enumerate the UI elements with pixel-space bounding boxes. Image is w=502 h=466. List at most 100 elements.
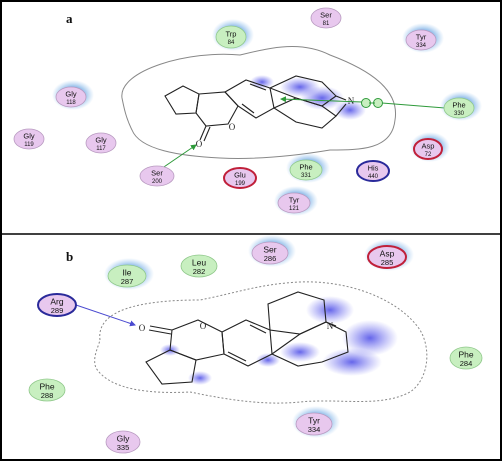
residue-name: Trp <box>226 30 237 39</box>
residue-name: Phe <box>458 350 473 360</box>
residue-name: Ser <box>320 11 332 20</box>
panel-b-exposure <box>160 296 398 385</box>
residue-name: Gly <box>95 136 107 145</box>
residue-disc <box>139 165 175 187</box>
residue-disc <box>310 7 342 29</box>
residue-number: 84 <box>228 40 235 46</box>
panel-b-ligand <box>145 291 349 385</box>
residue-number: 286 <box>264 254 277 263</box>
residue-disc <box>37 293 77 317</box>
residue-disc <box>223 167 257 189</box>
panel-a-pi-interaction <box>280 96 446 109</box>
panel-a-letter: a <box>66 11 73 26</box>
residue-number: 287 <box>121 277 134 286</box>
residue-disc <box>449 346 483 370</box>
panel-a-atom-n: N <box>348 96 355 106</box>
residue-disc <box>107 264 147 288</box>
residue-name: Asp <box>380 249 395 259</box>
residue-name: Tyr <box>308 416 320 426</box>
residue-number: 335 <box>117 443 130 452</box>
residue-number: 285 <box>381 258 394 267</box>
residue-disc <box>28 378 66 402</box>
residue-disc <box>295 412 333 436</box>
residue-disc <box>356 160 390 182</box>
panel-b: b <box>66 249 428 404</box>
panel-a-exposure <box>250 75 366 120</box>
residue-number: 199 <box>235 181 246 187</box>
residue-layer: Trp84Ser81Tyr334Gly118Gly119Gly117Phe330… <box>13 7 483 454</box>
residue-number: 121 <box>289 206 300 212</box>
panel-b-letter: b <box>66 249 73 264</box>
residue-number: 117 <box>96 146 106 152</box>
panel-a-atom-o-ring: O <box>229 122 236 132</box>
residue-number: 331 <box>301 173 312 179</box>
residue-name: Leu <box>192 258 206 268</box>
residue-number: 119 <box>24 142 34 148</box>
residue-number: 72 <box>425 152 432 158</box>
residue-number: 334 <box>416 43 427 49</box>
residue-disc <box>289 159 323 181</box>
residue-disc <box>367 245 407 269</box>
panel-b-hbond-arg289 <box>75 304 136 327</box>
residue-disc <box>405 29 437 51</box>
residue-number: 334 <box>308 425 321 434</box>
residue-disc <box>180 254 218 278</box>
residue-name: Gly <box>117 434 131 444</box>
residue-disc <box>443 97 475 119</box>
residue-name: Gly <box>65 90 77 99</box>
residue-disc <box>277 192 311 214</box>
residue-name: Tyr <box>416 33 427 42</box>
panel-b-atom-n: N <box>327 321 334 331</box>
residue-number: 330 <box>454 111 465 117</box>
residue-name: His <box>368 164 379 173</box>
residue-number: 289 <box>51 306 64 315</box>
residue-disc <box>251 241 289 265</box>
panel-a-atom-o-carbonyl: O <box>196 139 203 149</box>
residue-name: Asp <box>422 142 435 151</box>
residue-disc <box>85 132 117 154</box>
residue-number: 282 <box>193 267 206 276</box>
residue-name: Phe <box>39 382 54 392</box>
residue-disc <box>13 128 45 150</box>
residue-name: Ile <box>123 268 132 278</box>
residue-number: 440 <box>368 174 379 180</box>
residue-disc <box>413 138 443 160</box>
residue-disc <box>215 25 247 49</box>
panel-b-pocket-outline <box>94 281 428 404</box>
panel-a-ligand <box>164 75 347 142</box>
residue-disc <box>105 430 141 454</box>
residue-number: 288 <box>41 391 54 400</box>
residue-name: Gly <box>23 132 35 141</box>
residue-number: 284 <box>460 359 473 368</box>
residue-name: Ser <box>151 169 163 178</box>
panel-a: a O O <box>66 11 446 172</box>
residue-number: 200 <box>152 179 163 185</box>
residue-name: Phe <box>299 163 312 172</box>
residue-number: 81 <box>323 21 330 27</box>
residue-name: Phe <box>452 101 465 110</box>
residue-number: 118 <box>66 100 76 106</box>
residue-name: Tyr <box>289 196 300 205</box>
